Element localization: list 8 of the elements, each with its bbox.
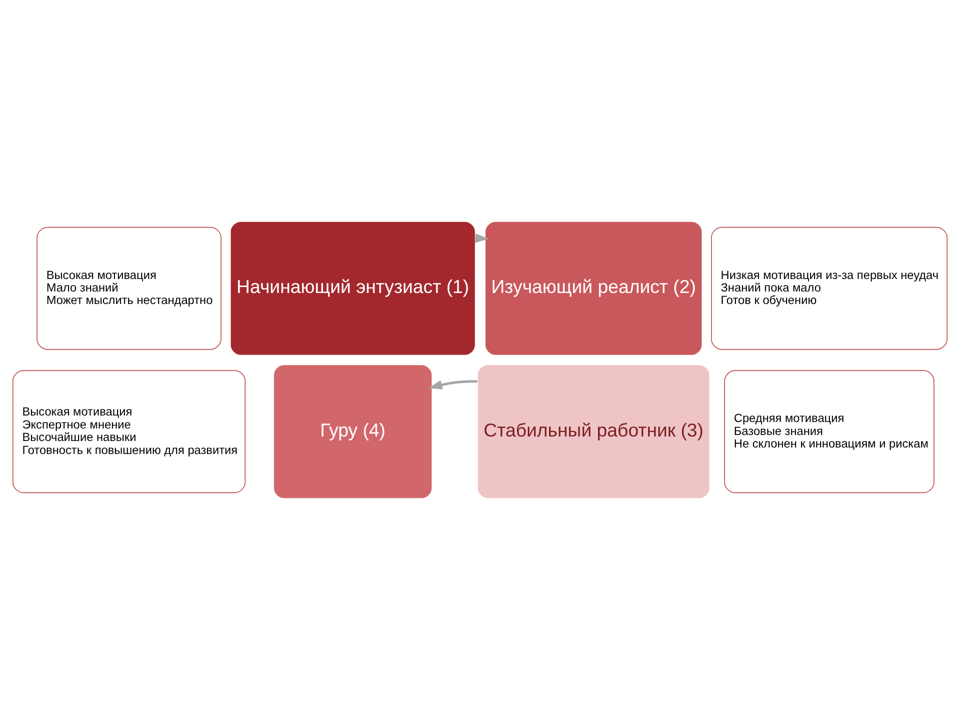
node-box: Средняя мотивация Базовые знания Не склонен к инновациям и рискам	[724, 370, 934, 494]
node-box: Гуру (4)	[273, 364, 433, 500]
node-box: Низкая мотивация из-за первых неудач Знаний пока мало Готов к обучению	[711, 226, 948, 350]
node-box: Стабильный работник (3)	[477, 364, 710, 500]
node-box: Высокая мотивация Экспертное мнение Высочайшие навыки Готовность к повышению для развития	[12, 370, 246, 494]
node-box: Изучающий реалист (2)	[484, 220, 703, 356]
node-box: Высокая мотивация Мало знаний Может мыслить нестандартно	[36, 226, 222, 350]
arrow	[428, 380, 478, 390]
